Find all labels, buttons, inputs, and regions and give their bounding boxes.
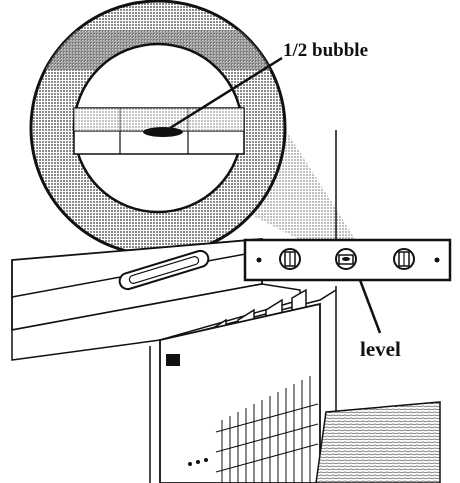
level-leader-line bbox=[358, 279, 382, 334]
wood-floor bbox=[315, 401, 441, 483]
vial-center-icon bbox=[335, 248, 357, 270]
level-callout-label: level bbox=[360, 337, 401, 361]
magnified-vial bbox=[73, 107, 245, 155]
spirit-level bbox=[243, 238, 452, 282]
magnifier-lens bbox=[29, 0, 287, 257]
cabinet-body bbox=[11, 283, 337, 483]
vial-right-icon bbox=[393, 248, 415, 270]
bubble-leader-line bbox=[169, 56, 283, 130]
bubble-callout-label: 1/2 bubble bbox=[283, 40, 369, 61]
bubble-icon bbox=[143, 127, 183, 137]
vent-grille bbox=[215, 376, 319, 483]
handle-slot bbox=[118, 249, 210, 291]
vial-left-icon bbox=[279, 248, 301, 270]
